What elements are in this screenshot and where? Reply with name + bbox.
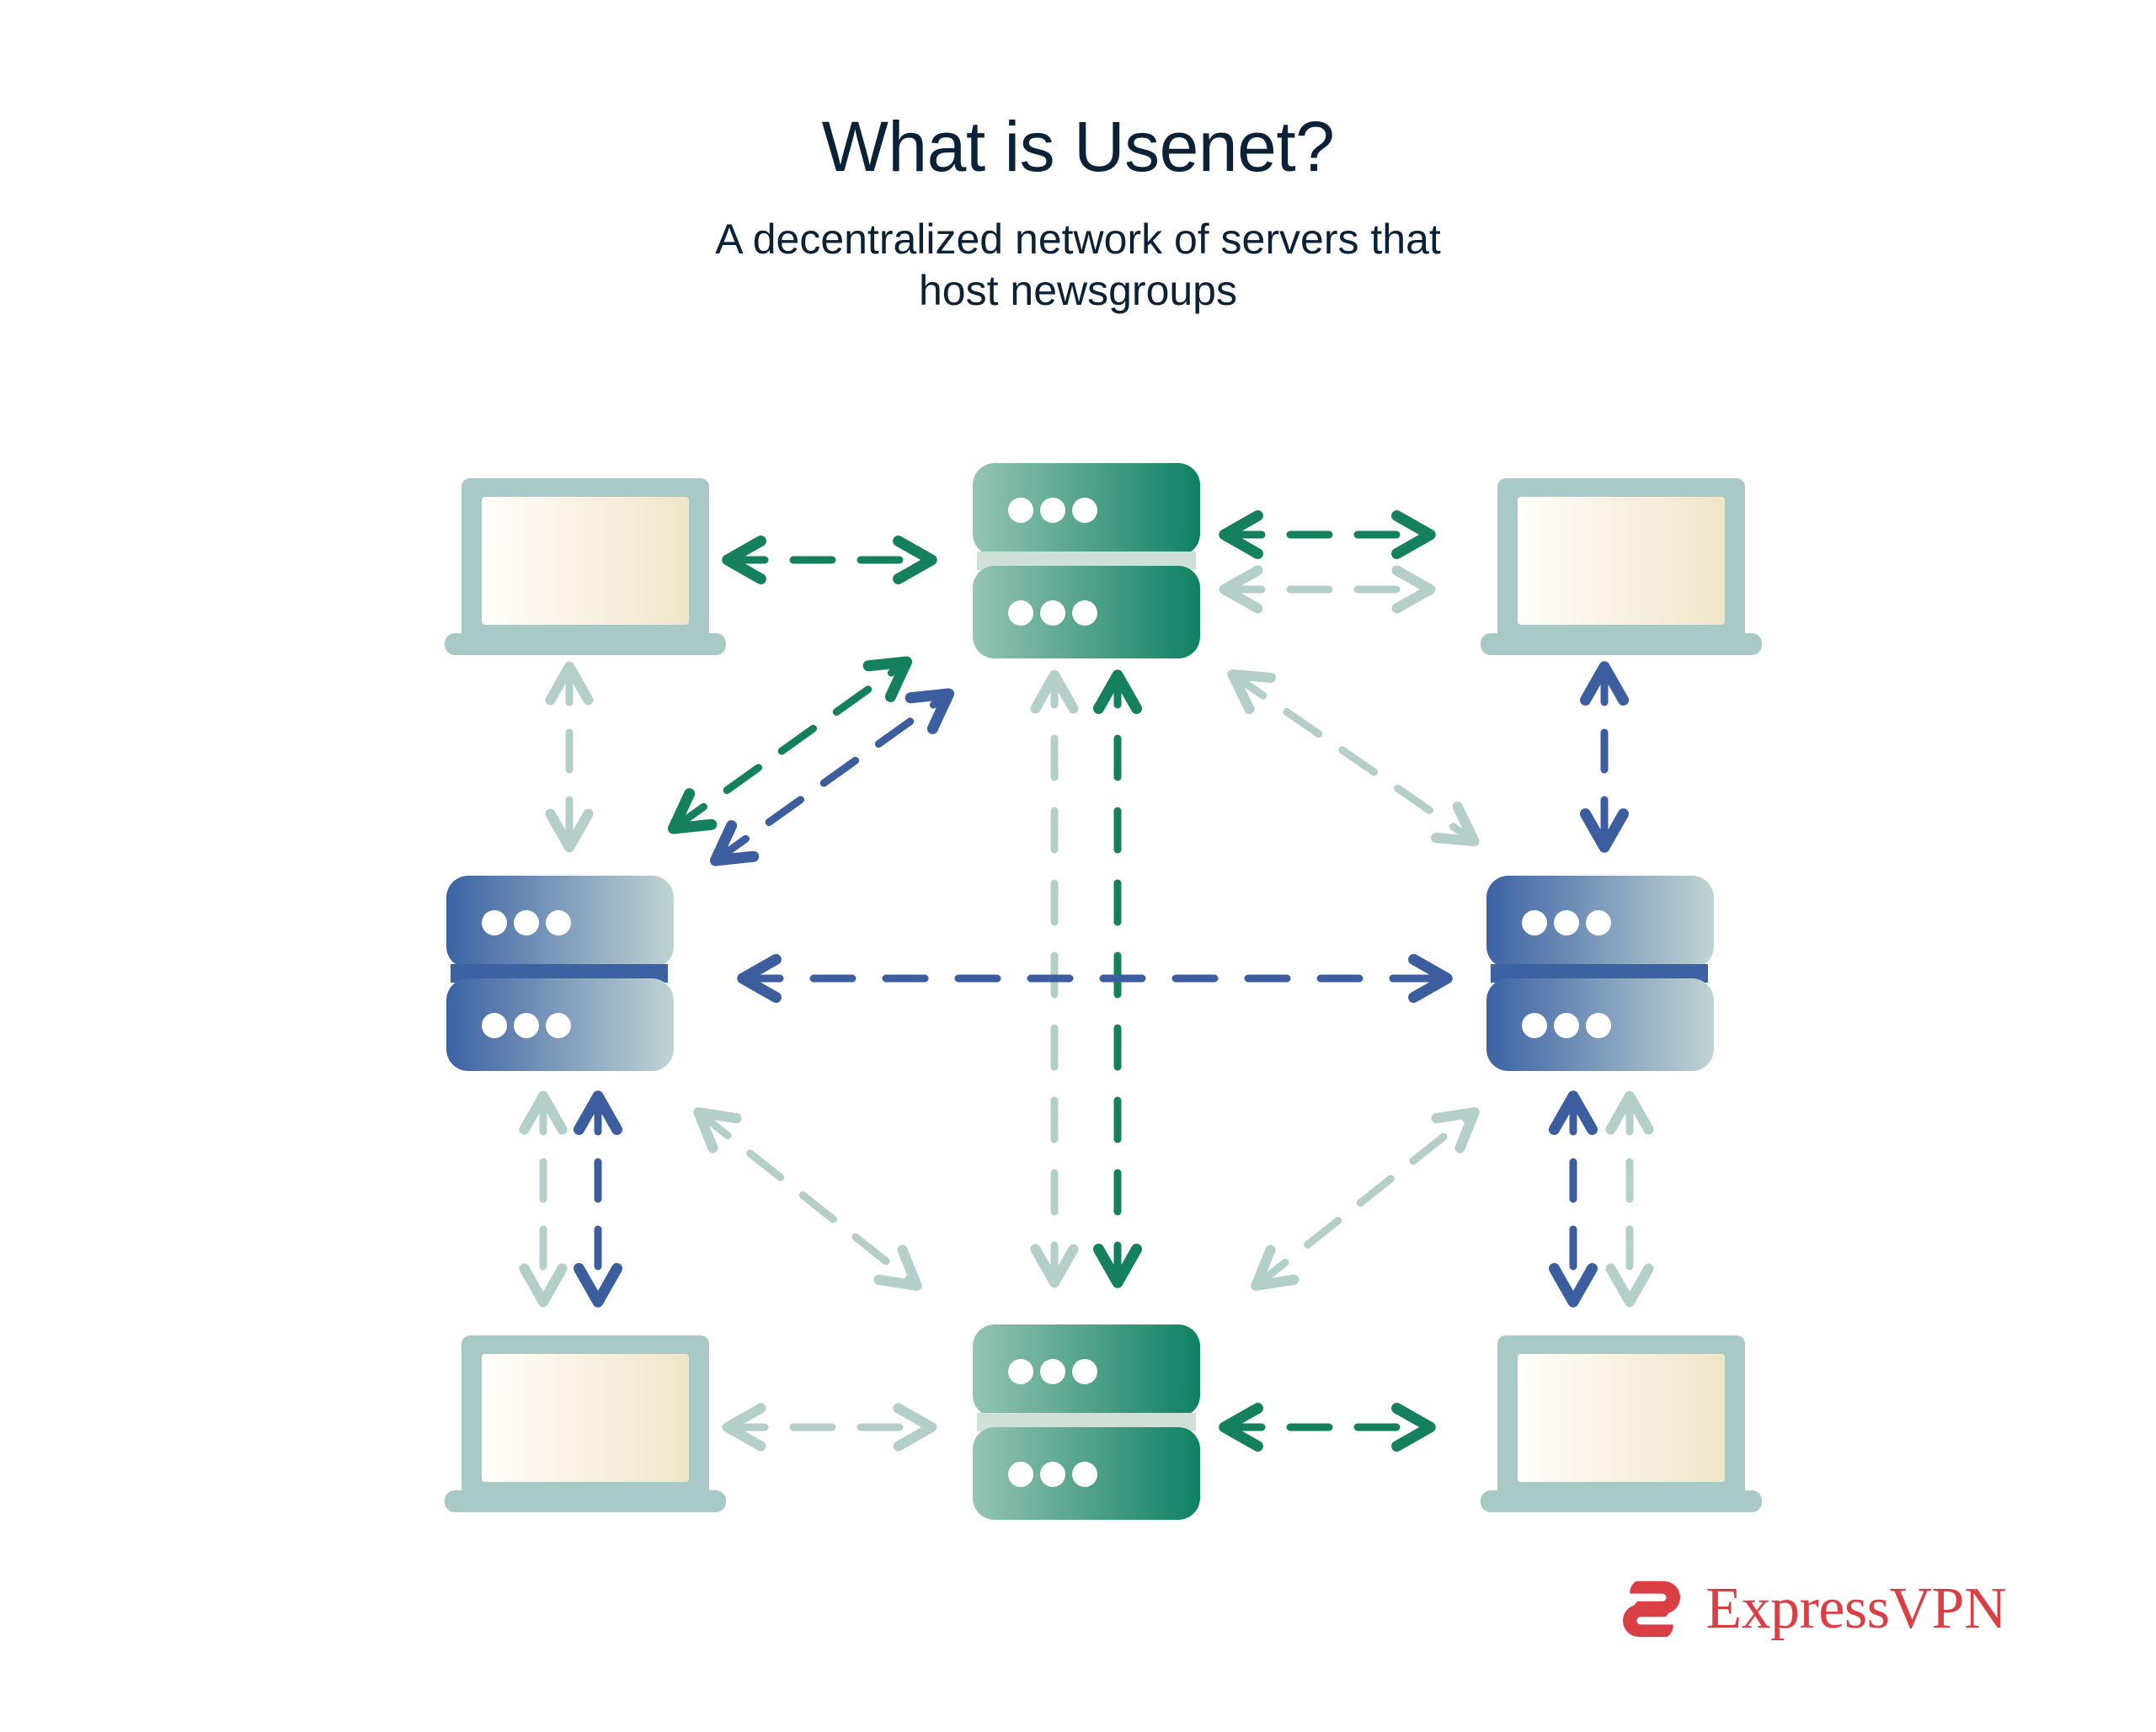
server-bottom-center[interactable] xyxy=(973,1324,1200,1520)
page-subtitle: A decentralized network of servers that … xyxy=(0,214,2156,317)
server-mid-left[interactable] xyxy=(446,876,674,1071)
subtitle-line-2: host newsgroups xyxy=(918,267,1237,314)
expressvpn-logo: ExpressVPN xyxy=(1613,1570,2006,1648)
server-top-center[interactable] xyxy=(973,463,1200,658)
edge-server-tc-server-mr xyxy=(1227,669,1480,847)
laptop-top-left[interactable] xyxy=(445,478,726,655)
expressvpn-e-icon xyxy=(1623,1580,1681,1638)
edge-server-ml-server-bc xyxy=(693,1107,922,1291)
page-title: What is Usenet? xyxy=(821,107,1335,186)
edge-layer xyxy=(519,509,1654,1452)
subtitle-line-1: A decentralized network of servers that xyxy=(715,216,1441,263)
laptop-bottom-left[interactable] xyxy=(445,1335,726,1512)
expressvpn-wordmark: ExpressVPN xyxy=(1705,1576,2006,1641)
node-layer xyxy=(445,463,1762,1520)
server-mid-right[interactable] xyxy=(1486,876,1714,1071)
edge-server-ml-server-tc-blue xyxy=(709,688,955,866)
header: What is Usenet? A decentralized network … xyxy=(0,0,2156,317)
laptop-top-right[interactable] xyxy=(1481,478,1762,655)
edge-server-bc-server-mr xyxy=(1251,1107,1480,1291)
laptop-bottom-right[interactable] xyxy=(1481,1335,1762,1512)
